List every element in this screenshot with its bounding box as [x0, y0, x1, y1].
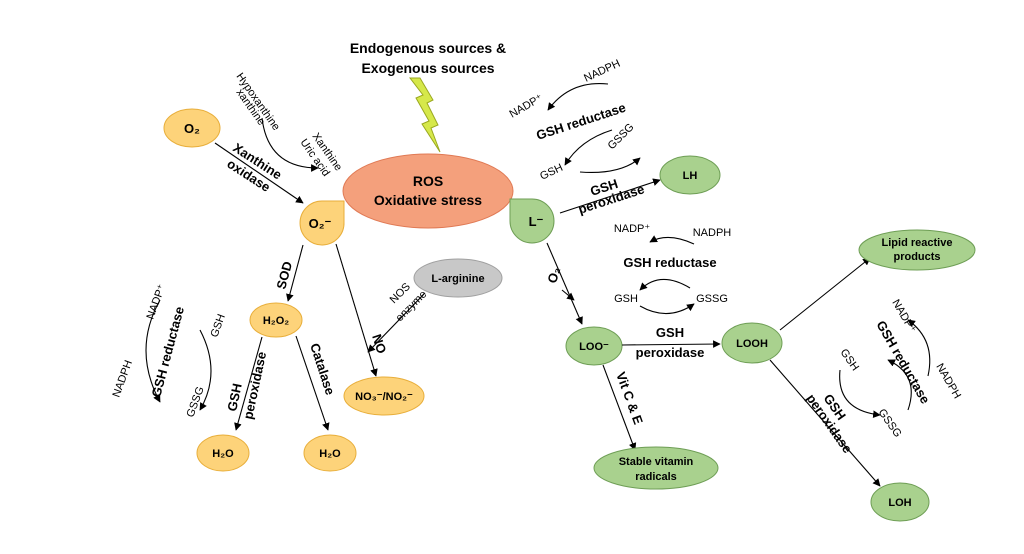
- mid-gsh-peroxidase-label2: peroxidase: [636, 345, 705, 360]
- ros-node: [342, 153, 514, 229]
- mid-nadph-label: NADPH: [693, 227, 732, 239]
- o2-small-label: O₂: [544, 265, 563, 284]
- mid-nadp-label: NADP⁺: [614, 223, 651, 235]
- loh-node: [870, 482, 930, 522]
- title-line1: Endogenous sources &: [350, 40, 506, 56]
- right-gssg-label: GSSG: [876, 407, 904, 440]
- ros-label: ROS: [413, 173, 443, 189]
- left-gsh-peroxidase-label: GSH: [224, 382, 245, 413]
- right-nadph-label: NADPH: [933, 362, 963, 401]
- superoxide-node: [299, 200, 345, 246]
- catalase-label: Catalase: [307, 341, 338, 397]
- lh-node: [659, 155, 721, 195]
- looh-node: [721, 322, 783, 364]
- no3no2-node: [343, 376, 425, 416]
- o2-label: O₂: [184, 121, 200, 136]
- loo-label: LOO⁻: [579, 341, 609, 353]
- h2o-left-node: [196, 434, 250, 472]
- top-gssg-label: GSSG: [606, 121, 637, 152]
- l-radical-label: L⁻: [529, 214, 544, 229]
- stable-label: Stable vitamin: [619, 456, 694, 468]
- h2o-left-label: H₂O: [212, 448, 234, 460]
- ros-sublabel: Oxidative stress: [374, 192, 482, 208]
- left-gssg-label: GSSG: [185, 385, 207, 419]
- h2o-right-label: H₂O: [319, 448, 341, 460]
- sod-label: SOD: [273, 260, 295, 291]
- no-label: NO: [369, 332, 389, 355]
- lipid-label: Lipid reactive: [882, 237, 953, 249]
- loh-label: LOH: [888, 497, 911, 509]
- left-nadp-label: NADP⁺: [145, 283, 169, 321]
- o2-node: [163, 108, 221, 148]
- h2o2-node: [249, 302, 303, 338]
- left-gsh-label: GSH: [209, 312, 228, 339]
- larginine-node: [413, 258, 503, 298]
- top-nadp-label: NADP⁺: [508, 92, 546, 121]
- mid-gsh-label: GSH: [614, 293, 638, 305]
- right-reductase-label: GSH reductase: [873, 318, 933, 406]
- loo-node: [565, 326, 623, 366]
- larginine-label: L-arginine: [431, 273, 484, 285]
- top-gsh-label: GSH: [538, 162, 565, 183]
- mid-reductase-label: GSH reductase: [623, 255, 716, 270]
- mid-gsh-peroxidase-label: GSH: [656, 325, 684, 340]
- lipid-label2: products: [893, 251, 940, 263]
- lh-label: LH: [683, 170, 698, 182]
- title-line2: Exogenous sources: [361, 60, 494, 76]
- no3no2-label: NO₃⁻/NO₂⁻: [355, 391, 413, 403]
- stable-label2: radicals: [635, 471, 677, 483]
- lightning-bolt-icon: [408, 77, 441, 153]
- stable-node: [593, 446, 719, 490]
- top-nadph-label: NADPH: [582, 58, 622, 85]
- h2o-right-node: [303, 434, 357, 472]
- mid-gssg-label: GSSG: [696, 293, 728, 305]
- superoxide-label: O₂⁻: [309, 216, 332, 231]
- looh-label: LOOH: [736, 338, 768, 350]
- h2o2-label: H₂O₂: [263, 315, 289, 327]
- l-radical-node: [509, 198, 555, 244]
- vitce-label: Vit C & E: [613, 370, 646, 427]
- right-gsh-label: GSH: [838, 347, 862, 373]
- left-nadph-label: NADPH: [111, 359, 135, 399]
- lipid-node: [858, 229, 976, 271]
